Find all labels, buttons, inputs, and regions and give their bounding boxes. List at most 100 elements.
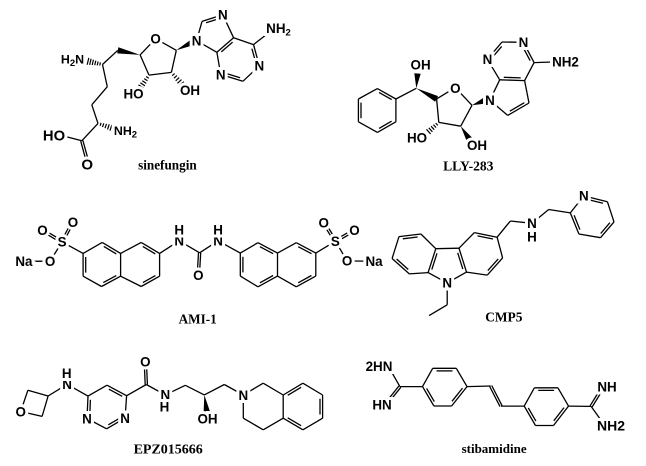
svg-text:N: N xyxy=(82,411,92,426)
svg-text:OH: OH xyxy=(467,138,487,153)
svg-text:N: N xyxy=(174,234,184,249)
svg-text:H: H xyxy=(174,223,184,238)
svg-text:N: N xyxy=(519,35,529,50)
svg-text:N: N xyxy=(579,189,589,204)
svg-text:N: N xyxy=(485,93,495,108)
svg-text:OH: OH xyxy=(197,412,217,427)
svg-text:OH: OH xyxy=(467,138,487,153)
svg-text:N: N xyxy=(62,377,72,392)
svg-text:S: S xyxy=(58,235,67,250)
svg-text:HN: HN xyxy=(372,398,391,413)
svg-text:O: O xyxy=(81,157,93,174)
svg-text:O: O xyxy=(318,215,328,230)
svg-text:HN: HN xyxy=(372,398,391,413)
svg-text:NH: NH xyxy=(597,379,616,394)
svg-text:O: O xyxy=(450,81,460,96)
svg-text:NH2: NH2 xyxy=(552,54,579,69)
svg-text:O: O xyxy=(193,268,203,283)
svg-text:HO: HO xyxy=(407,131,427,146)
svg-text:AMI-1: AMI-1 xyxy=(179,312,217,327)
svg-text:O: O xyxy=(140,355,150,370)
svg-text:H2N: H2N xyxy=(61,53,84,70)
svg-text:N: N xyxy=(82,411,92,426)
svg-text:N: N xyxy=(160,388,170,403)
svg-text:O: O xyxy=(150,32,160,47)
svg-text:N: N xyxy=(216,67,226,82)
svg-text:OH: OH xyxy=(180,83,200,98)
svg-text:EPZ015666: EPZ015666 xyxy=(134,443,203,458)
svg-text:N: N xyxy=(527,216,537,231)
svg-text:N: N xyxy=(216,67,226,82)
svg-text:O: O xyxy=(140,355,150,370)
svg-text:Na: Na xyxy=(365,254,383,269)
svg-text:N: N xyxy=(254,59,264,74)
svg-text:LLY-283: LLY-283 xyxy=(443,158,494,173)
svg-text:OH: OH xyxy=(411,58,431,73)
svg-text:N: N xyxy=(218,8,228,23)
svg-text:H2N: H2N xyxy=(61,53,84,70)
svg-text:Na: Na xyxy=(15,254,33,269)
svg-text:H: H xyxy=(213,223,223,238)
svg-text:O: O xyxy=(37,223,47,238)
svg-text:N: N xyxy=(120,411,130,426)
svg-text:sinefungin: sinefungin xyxy=(138,158,197,173)
svg-text:N: N xyxy=(192,34,202,49)
svg-text:N: N xyxy=(238,388,248,403)
svg-text:O: O xyxy=(15,404,25,419)
svg-text:O: O xyxy=(349,223,359,238)
svg-text:H: H xyxy=(62,366,72,381)
svg-text:O: O xyxy=(45,254,55,269)
svg-text:H: H xyxy=(527,230,537,245)
svg-text:CMP5: CMP5 xyxy=(485,310,522,325)
svg-text:OH: OH xyxy=(197,412,217,427)
svg-text:O: O xyxy=(342,254,352,269)
svg-text:S: S xyxy=(331,234,340,249)
svg-text:HO: HO xyxy=(43,129,65,145)
svg-text:OH: OH xyxy=(180,83,200,98)
svg-text:O: O xyxy=(45,254,55,269)
svg-text:EPZ015666: EPZ015666 xyxy=(134,443,203,458)
svg-text:NH2: NH2 xyxy=(266,21,291,39)
svg-text:N: N xyxy=(254,59,264,74)
svg-text:H: H xyxy=(527,230,537,245)
svg-text:O: O xyxy=(37,223,47,238)
svg-text:N: N xyxy=(174,234,184,249)
svg-text:O: O xyxy=(450,81,460,96)
svg-text:N: N xyxy=(192,34,202,49)
svg-text:H: H xyxy=(213,223,223,238)
svg-text:HO: HO xyxy=(123,86,143,101)
svg-text:Na: Na xyxy=(15,254,33,269)
svg-text:N: N xyxy=(218,8,228,23)
svg-text:N: N xyxy=(442,276,452,291)
svg-text:N: N xyxy=(62,377,72,392)
svg-text:O: O xyxy=(193,268,203,283)
svg-text:N: N xyxy=(483,52,493,67)
svg-text:2HN: 2HN xyxy=(366,359,393,374)
svg-text:O: O xyxy=(150,32,160,47)
svg-text:O: O xyxy=(15,404,25,419)
svg-text:NH2: NH2 xyxy=(552,54,579,69)
svg-text:stibamidine: stibamidine xyxy=(462,441,527,456)
svg-text:O: O xyxy=(349,223,359,238)
svg-text:NH: NH xyxy=(597,379,616,394)
svg-text:stibamidine: stibamidine xyxy=(462,441,527,456)
svg-text:LLY-283: LLY-283 xyxy=(443,158,494,173)
svg-text:OH: OH xyxy=(411,58,431,73)
svg-text:2HN: 2HN xyxy=(366,359,393,374)
svg-text:N: N xyxy=(213,234,223,249)
svg-text:N: N xyxy=(160,388,170,403)
svg-text:HO: HO xyxy=(123,86,143,101)
svg-text:HO: HO xyxy=(407,131,427,146)
svg-text:N: N xyxy=(442,276,452,291)
svg-text:N: N xyxy=(483,52,493,67)
svg-text:O: O xyxy=(81,157,93,174)
svg-text:H: H xyxy=(160,399,170,414)
svg-text:N: N xyxy=(519,35,529,50)
svg-text:N: N xyxy=(213,234,223,249)
svg-text:S: S xyxy=(58,235,67,250)
svg-text:N: N xyxy=(238,388,248,403)
svg-text:NH2: NH2 xyxy=(266,21,291,39)
svg-text:NH2: NH2 xyxy=(597,417,625,433)
svg-text:O: O xyxy=(318,215,328,230)
svg-text:O: O xyxy=(68,215,78,230)
